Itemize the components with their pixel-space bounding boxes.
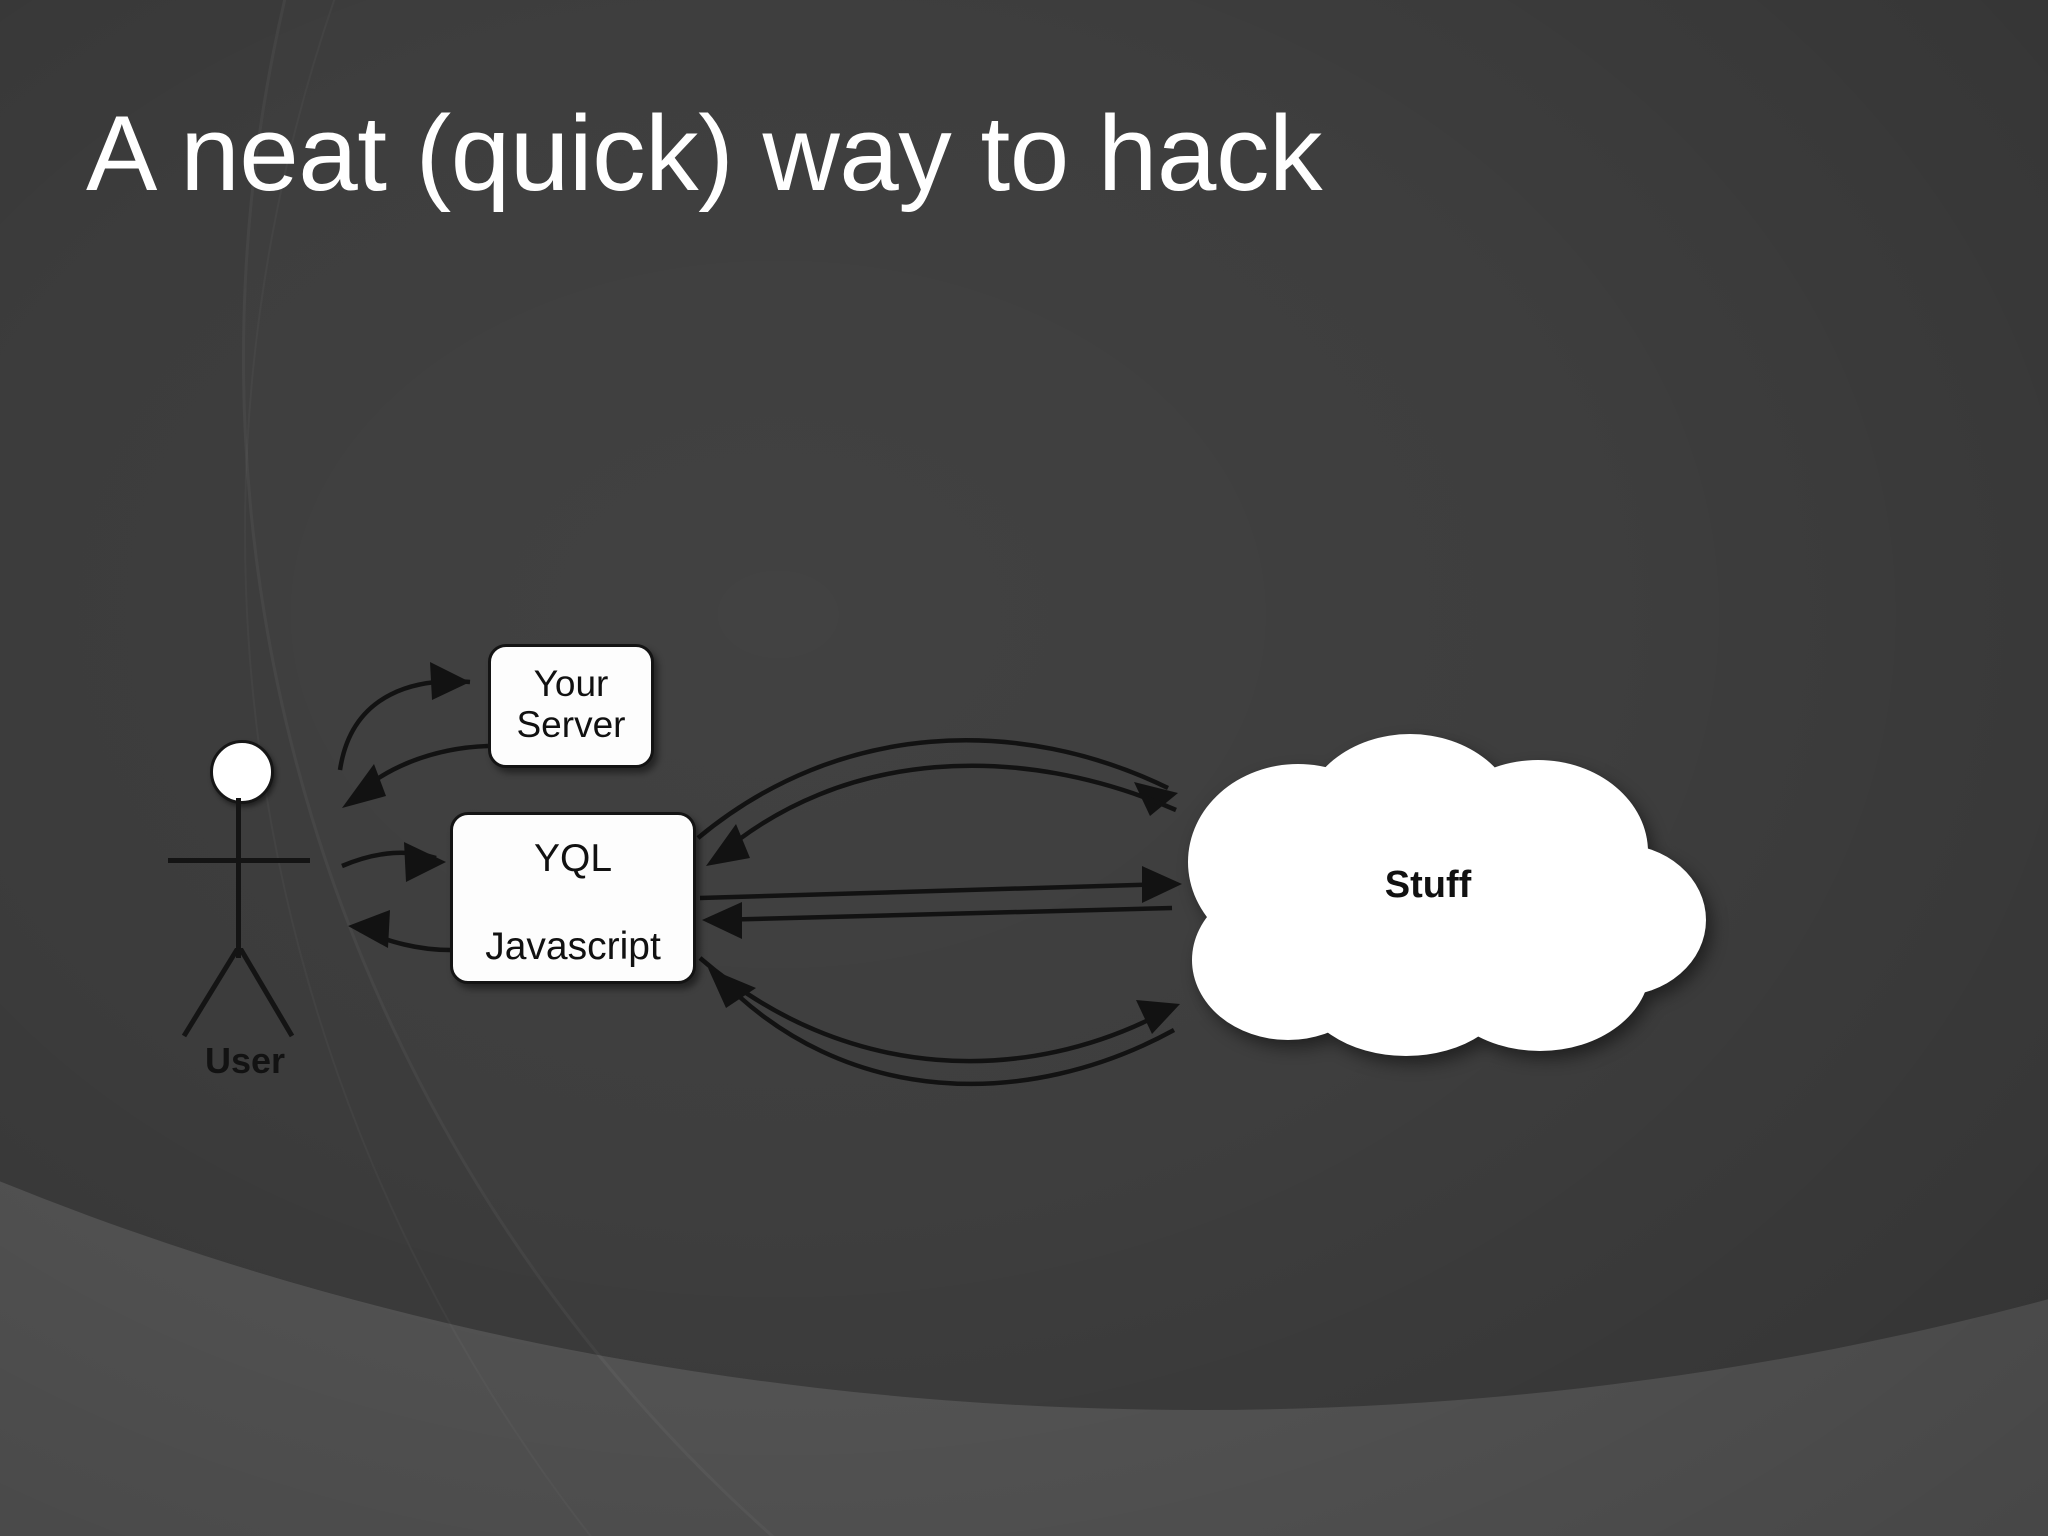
node-yql-javascript[interactable]: YQL Javascript xyxy=(450,812,696,984)
actor-arms-line xyxy=(168,858,310,863)
actor-body-line xyxy=(236,798,241,958)
arrowhead-user-to-your-server xyxy=(430,662,470,700)
edge-stuff-to-yql-upper xyxy=(714,763,1177,860)
node-your-server-label-line1: Your xyxy=(533,663,609,704)
node-javascript-label: Javascript xyxy=(485,925,661,969)
arrowhead-user-to-yql xyxy=(404,842,446,882)
arrowhead-stuff-to-yql-lower xyxy=(708,968,756,1008)
arrowhead-stuff-to-yql-middle xyxy=(702,902,742,939)
arrowhead-stuff-to-yql-upper xyxy=(706,824,750,866)
actor-legs-icon xyxy=(181,948,295,1038)
edge-yql-to-stuff-upper xyxy=(696,738,1169,840)
edge-yql-to-stuff-middle xyxy=(699,881,1171,901)
node-yql-label: YQL xyxy=(533,837,613,880)
slide-title: A neat (quick) way to hack xyxy=(86,93,1322,213)
node-your-server[interactable]: Your Server xyxy=(488,644,654,768)
arrowhead-yql-to-stuff-middle xyxy=(1142,866,1182,903)
edge-stuff-to-yql-lower xyxy=(716,974,1176,1087)
node-your-server-label-line2: Server xyxy=(516,704,626,746)
actor-user[interactable]: User xyxy=(150,740,340,1081)
edge-user-to-your-server xyxy=(337,679,471,771)
actor-user-label: User xyxy=(204,1040,286,1081)
edge-stuff-to-yql-middle xyxy=(713,905,1173,923)
arrowhead-yql-to-user xyxy=(348,910,390,948)
arrowhead-your-server-to-user xyxy=(342,764,386,808)
arrowhead-yql-to-stuff-upper xyxy=(1134,782,1178,816)
edge-yql-to-stuff-lower xyxy=(698,956,1170,1064)
node-stuff-label: Stuff xyxy=(1384,864,1472,906)
cloud-shape-icon xyxy=(1188,734,1706,1056)
arrowhead-yql-to-stuff-lower xyxy=(1136,1000,1180,1034)
node-your-server-label: Your Server xyxy=(491,663,651,746)
node-stuff-cloud[interactable]: Stuff xyxy=(1148,712,1708,1062)
actor-head-icon xyxy=(210,740,274,804)
